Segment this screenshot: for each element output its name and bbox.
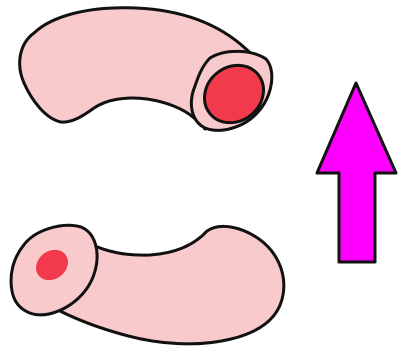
bottom-curved-tube (11, 225, 284, 343)
top-curved-tube (20, 8, 275, 135)
upward-arrow (317, 83, 396, 262)
arrow-shape (317, 83, 396, 262)
